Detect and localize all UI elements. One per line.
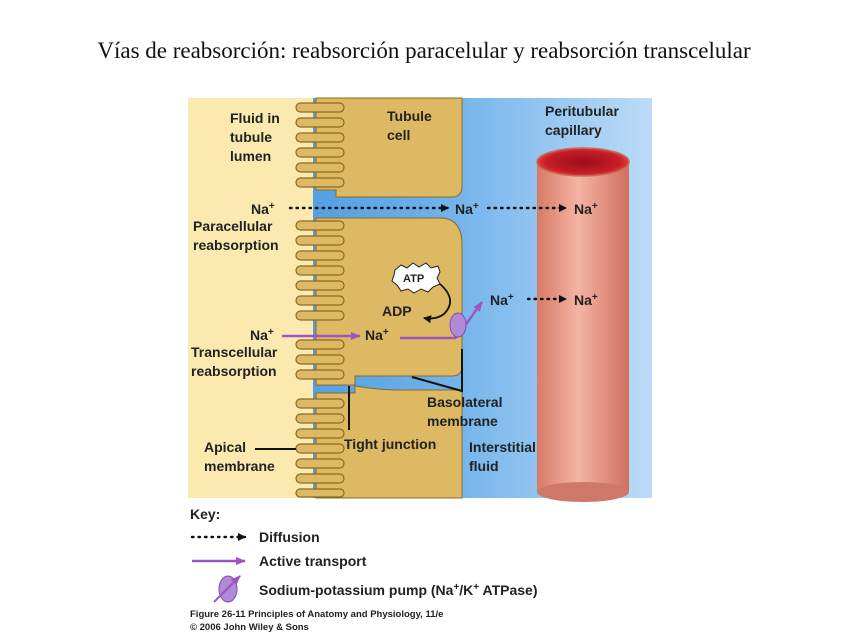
adp-label: ADP bbox=[382, 303, 412, 319]
na-label-lumen-paracellular: Na+ bbox=[251, 201, 275, 217]
paracellular-label: Paracellular reabsorption bbox=[193, 218, 279, 253]
tubule-cell-label: Tubule cell bbox=[387, 108, 436, 143]
na-label-interstitial-paracellular: Na+ bbox=[455, 201, 479, 217]
peritubular-capillary bbox=[536, 147, 630, 502]
apical-label: Apical membrane bbox=[204, 439, 275, 474]
na-label-capillary-transcellular: Na+ bbox=[574, 292, 598, 308]
transcellular-label: Transcellular reabsorption bbox=[191, 344, 281, 379]
basolateral-pointer bbox=[411, 349, 463, 393]
figure-caption: Figure 26-11 Principles of Anatomy and P… bbox=[190, 609, 446, 633]
basolateral-label: Basolateral membrane bbox=[427, 394, 506, 429]
microvilli bbox=[295, 102, 345, 498]
atp-adp-arrow bbox=[423, 283, 451, 324]
legend-heading: Key: bbox=[190, 506, 220, 522]
na-label-capillary-paracellular: Na+ bbox=[574, 201, 598, 217]
na-label-lumen-transcellular: Na+ bbox=[250, 327, 274, 343]
legend-active-label: Active transport bbox=[259, 553, 367, 569]
legend-pump-arrow bbox=[213, 575, 241, 603]
na-label-cell: Na+ bbox=[365, 327, 389, 343]
atp-label: ATP bbox=[403, 273, 424, 285]
fluid-lumen-label: Fluid in tubule lumen bbox=[230, 110, 284, 164]
capillary-label: Peritubular capillary bbox=[545, 103, 623, 138]
legend: Key: Diffusion Active transport Sodium-p… bbox=[190, 506, 538, 603]
sodium-potassium-pump bbox=[449, 312, 467, 338]
interstitial-label: Interstitial fluid bbox=[469, 439, 540, 474]
na-label-interstitial-transcellular: Na+ bbox=[490, 292, 514, 308]
page-title: Vías de reabsorción: reabsorción paracel… bbox=[97, 38, 751, 63]
tubule-cell-upper bbox=[315, 97, 463, 198]
tight-junction-label: Tight junction bbox=[344, 436, 436, 452]
lumen-region bbox=[188, 98, 313, 498]
legend-diffusion-label: Diffusion bbox=[259, 529, 320, 545]
legend-pump-label: Sodium-potassium pump (Na+/K+ ATPase) bbox=[259, 582, 538, 598]
tubule-cell-lower bbox=[315, 385, 463, 499]
